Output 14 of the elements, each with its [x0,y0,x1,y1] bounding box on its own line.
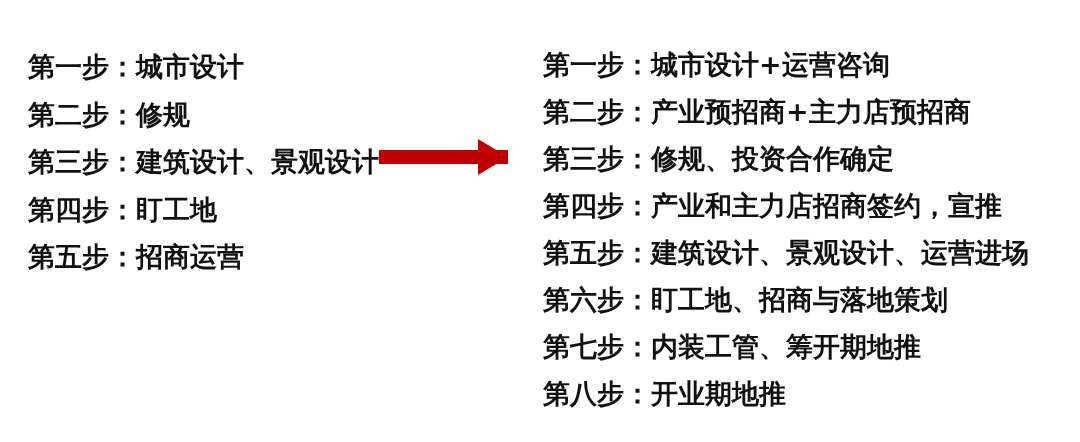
step-text: 第一步：城市设计 [28,52,244,82]
step-text: 第二步：产业预招商+主力店预招商 [543,97,971,127]
step-text: 第四步：盯工地 [28,194,217,225]
step-text: 第七步：内装工管、筹开期地推 [543,332,921,362]
step-text: 第一步：城市设计+运营咨询 [543,50,890,80]
step-text: 第二步：修规 [28,99,190,130]
step-text: 第五步：招商运营 [28,242,244,272]
step-text: 第三步：修规、投资合作确定 [543,144,894,174]
arrow [379,139,508,175]
step-text: 第八步：开业期地推 [543,379,786,409]
step-text: 第六步：盯工地、招商与落地策划 [543,285,948,315]
step-text: 第五步：建筑设计、景观设计、运营进场 [543,238,1029,268]
step-text: 第四步：产业和主力店招商签约，宣推 [543,191,1002,221]
step-text: 第三步：建筑设计、景观设计 [28,147,379,177]
